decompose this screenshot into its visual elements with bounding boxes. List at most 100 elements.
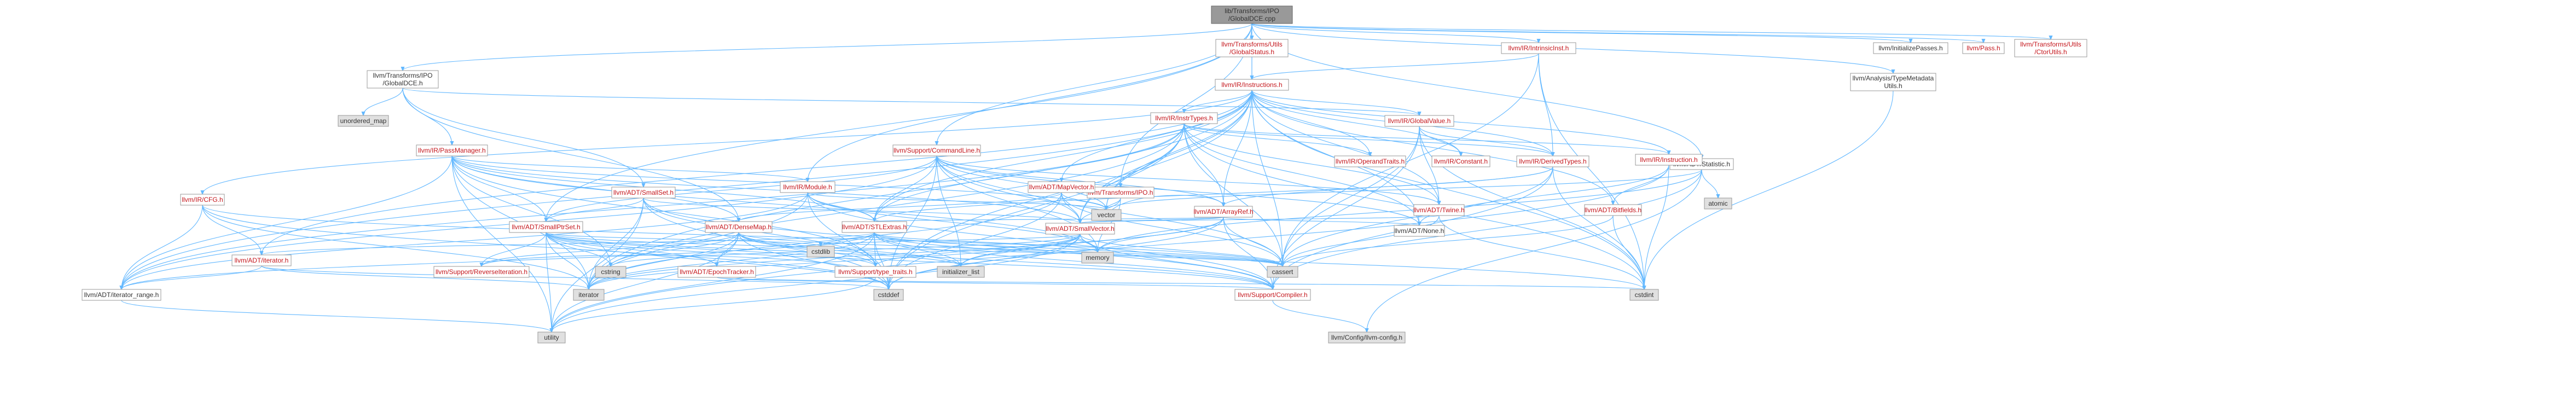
node-label: llvm/IR/Instruction.h xyxy=(1640,156,1697,164)
edge-pass_manager-to-small_ptr_set xyxy=(451,155,546,222)
edge-instr_types-to-twine_h xyxy=(1183,123,1439,205)
node-label: llvm/Transforms/IPO xyxy=(373,72,433,79)
edge-small_ptr_set-to-utility xyxy=(546,232,552,332)
node-cstring: cstring xyxy=(595,266,626,278)
node-label: llvm/IR/Instructions.h xyxy=(1221,81,1282,89)
node-operand_traits[interactable]: llvm/IR/OperandTraits.h xyxy=(1334,155,1406,167)
edge-module_h-to-iterator_range xyxy=(121,192,808,289)
node-type_traits[interactable]: llvm/Support/type_traits.h xyxy=(834,266,916,278)
node-unordered_map: unordered_map xyxy=(338,115,389,127)
node-label: /GlobalDCE.cpp xyxy=(1228,15,1275,22)
node-reverse_iter[interactable]: llvm/Support/ReverseIteration.h xyxy=(433,266,530,278)
edge-small_set-to-utility xyxy=(552,197,644,332)
node-transforms_ipo[interactable]: llvm/Transforms/IPO.h xyxy=(1087,187,1154,199)
edge-map_vector-to-dense_map xyxy=(739,192,1062,222)
edge-stl_extras-to-init_list xyxy=(874,232,961,266)
edge-statistic-to-atomic xyxy=(1701,169,1718,198)
node-epoch_tracker[interactable]: llvm/ADT/EpochTracker.h xyxy=(677,266,756,278)
edge-map_vector-to-iterator xyxy=(589,192,1062,289)
node-box xyxy=(705,221,773,233)
node-label: llvm/Analysis/TypeMetadata xyxy=(1853,74,1934,82)
node-stl_extras[interactable]: llvm/ADT/STLExtras.h xyxy=(842,221,907,233)
edge-ipo_gdce_h-to-dense_map xyxy=(402,88,739,222)
edge-instructions-to-cassert xyxy=(1251,90,1283,266)
node-label: llvm/ADT/iterator_range.h xyxy=(84,291,159,299)
edge-ipo_gdce_h-to-small_set xyxy=(402,88,643,187)
node-label: llvm/ADT/DenseMap.h xyxy=(706,223,771,231)
node-label: llvm/Pass.h xyxy=(1966,44,2000,52)
node-label: cstdint xyxy=(1635,291,1654,299)
node-cfg_h[interactable]: llvm/IR/CFG.h xyxy=(180,194,225,206)
node-dense_map[interactable]: llvm/ADT/DenseMap.h xyxy=(705,221,773,233)
node-box xyxy=(1081,252,1114,264)
node-small_vector[interactable]: llvm/ADT/SmallVector.h xyxy=(1045,223,1115,235)
edge-instruction_h-to-utility xyxy=(552,165,1669,332)
edge-small_ptr_set-to-cstdlib xyxy=(546,232,821,246)
edge-compiler-to-llvm_config xyxy=(1272,300,1367,332)
node-small_ptr_set[interactable]: llvm/ADT/SmallPtrSet.h xyxy=(509,221,583,233)
edge-module_h-to-compiler xyxy=(807,192,1273,289)
edge-command_line-to-twine_h xyxy=(936,155,1439,205)
edge-derived_types-to-cassert xyxy=(1283,166,1553,266)
node-box xyxy=(892,144,981,156)
node-box xyxy=(1516,155,1589,167)
node-ir_constant[interactable]: llvm/IR/Constant.h xyxy=(1431,155,1490,167)
node-instr_types[interactable]: llvm/IR/InstrTypes.h xyxy=(1150,112,1218,124)
node-label: llvm/IR/GlobalValue.h xyxy=(1388,117,1451,125)
node-box xyxy=(1150,112,1218,124)
edge-stl_extras-to-compiler xyxy=(874,232,1273,289)
node-global_value[interactable]: llvm/IR/GlobalValue.h xyxy=(1384,115,1454,127)
node-command_line[interactable]: llvm/Support/CommandLine.h xyxy=(892,144,981,156)
node-pass_h[interactable]: llvm/Pass.h xyxy=(1962,42,2005,54)
edge-instructions-to-instruction_h xyxy=(1251,90,1669,154)
node-pass_manager[interactable]: llvm/IR/PassManager.h xyxy=(416,144,488,156)
node-box xyxy=(1334,155,1406,167)
node-cassert: cassert xyxy=(1267,266,1298,278)
node-bitfields[interactable]: llvm/ADT/Bitfields.h xyxy=(1584,204,1642,216)
node-instruction_h[interactable]: llvm/IR/Instruction.h xyxy=(1635,154,1703,166)
node-tu_gstatus[interactable]: llvm/Transforms/Utils/GlobalStatus.h xyxy=(1215,39,1289,57)
node-label: llvm/IR/Constant.h xyxy=(1434,158,1488,165)
edge-small_vector-to-type_traits xyxy=(875,234,1081,266)
node-box xyxy=(1211,5,1293,24)
node-twine_h[interactable]: llvm/ADT/Twine.h xyxy=(1413,204,1465,216)
edge-intrinsic_inst-to-instructions xyxy=(1252,53,1539,79)
edge-instructions-to-cfg_h xyxy=(202,90,1252,194)
node-compiler[interactable]: llvm/Support/Compiler.h xyxy=(1234,289,1311,301)
edge-array_ref-to-compiler xyxy=(1223,217,1273,289)
node-module_h[interactable]: llvm/IR/Module.h xyxy=(780,181,836,193)
node-label: cstdlib xyxy=(811,248,830,255)
node-derived_types[interactable]: llvm/IR/DerivedTypes.h xyxy=(1516,155,1589,167)
node-adt_iterator[interactable]: llvm/ADT/iterator.h xyxy=(231,254,292,266)
edge-instructions-to-global_value xyxy=(1251,90,1419,115)
node-label: llvm/ADT/SmallSet.h xyxy=(613,189,674,196)
edge-command_line-to-stl_extras xyxy=(874,155,937,222)
edge-dense_map-to-cstring xyxy=(611,232,739,266)
node-map_vector[interactable]: llvm/ADT/MapVector.h xyxy=(1028,181,1095,193)
node-small_set[interactable]: llvm/ADT/SmallSet.h xyxy=(611,187,676,199)
node-array_ref[interactable]: llvm/ADT/ArrayRef.h xyxy=(1193,206,1254,218)
edge-pass_manager-to-module_h xyxy=(451,155,808,182)
edge-twine_h-to-cstdint xyxy=(1438,215,1644,289)
node-box xyxy=(1194,206,1253,218)
node-box xyxy=(780,181,836,193)
node-box xyxy=(338,115,389,127)
node-intrinsic_inst[interactable]: llvm/IR/IntrinsicInst.h xyxy=(1501,42,1576,54)
node-box xyxy=(1584,204,1642,216)
node-llvm_config: llvm/Config/llvm-config.h xyxy=(1328,332,1406,344)
edge-intrinsic_inst-to-cstdint xyxy=(1538,53,1644,289)
node-utility: utility xyxy=(537,332,566,344)
node-instructions[interactable]: llvm/IR/Instructions.h xyxy=(1215,79,1289,91)
node-box xyxy=(1215,39,1289,57)
node-box xyxy=(1091,209,1122,221)
node-ctor_utils[interactable]: llvm/Transforms/Utils/CtorUtils.h xyxy=(2014,39,2087,57)
node-box xyxy=(1384,115,1454,127)
edge-instr_types-to-stl_extras xyxy=(874,123,1185,222)
node-box xyxy=(2014,39,2087,57)
edge-instr_types-to-operand_traits xyxy=(1183,123,1370,156)
node-box xyxy=(82,289,161,301)
edge-type_metadata-to-cstdint xyxy=(1644,90,1894,289)
edge-statistic-to-vector xyxy=(1106,169,1702,210)
node-root[interactable]: lib/Transforms/IPO/GlobalDCE.cpp xyxy=(1211,5,1293,24)
